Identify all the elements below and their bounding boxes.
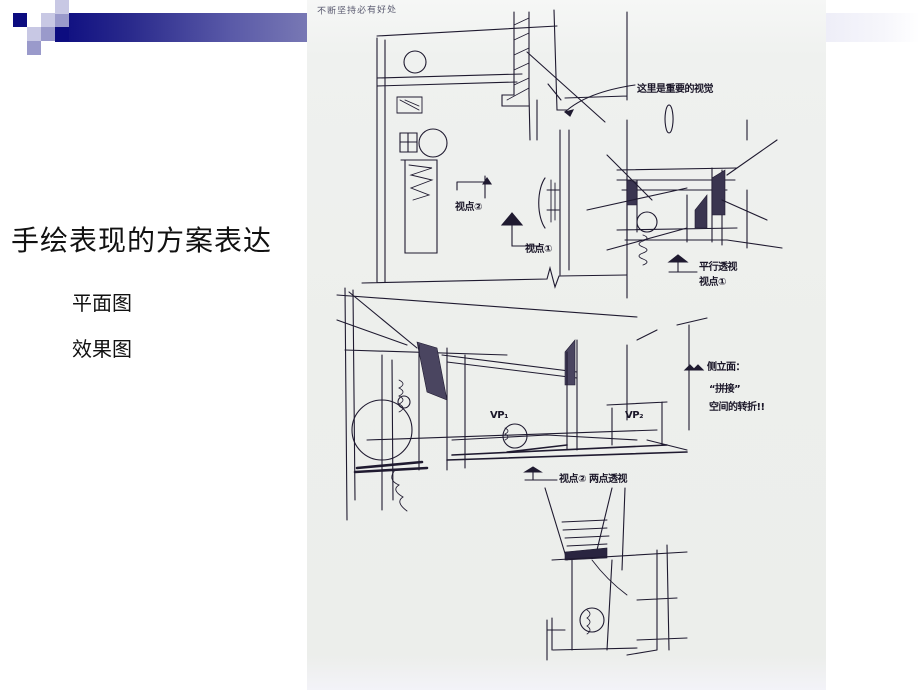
note-side-view-3: 空间的转折!! (709, 402, 765, 413)
slide-title: 手绘表现的方案表达 (11, 224, 273, 257)
note-side-view-1: 侧立面： (707, 362, 746, 373)
sketch-drawing (336, 9, 783, 661)
label-parallel-perspective: 平行透视 (699, 262, 738, 273)
note-side-view-2: “拼接” (709, 384, 741, 395)
bullet-floor-plan: 平面图 (72, 291, 132, 315)
label-two-point-perspective: 视点② 两点透视 (559, 474, 627, 485)
title-banner (55, 13, 307, 42)
label-viewpoint-2: 视点② (455, 202, 482, 213)
bullet-rendering: 效果图 (72, 337, 132, 361)
label-viewpoint-1b: 视点① (699, 277, 726, 288)
label-viewpoint-1: 视点① (525, 244, 552, 255)
label-vp2: VP₂ (625, 410, 643, 421)
sketch-photo: 不断坚持必有好处 (307, 0, 826, 690)
note-important-visual: 这里是重要的视觉 (637, 84, 714, 95)
label-vp1: VP₁ (490, 410, 508, 421)
title-banner-fade (826, 13, 920, 42)
